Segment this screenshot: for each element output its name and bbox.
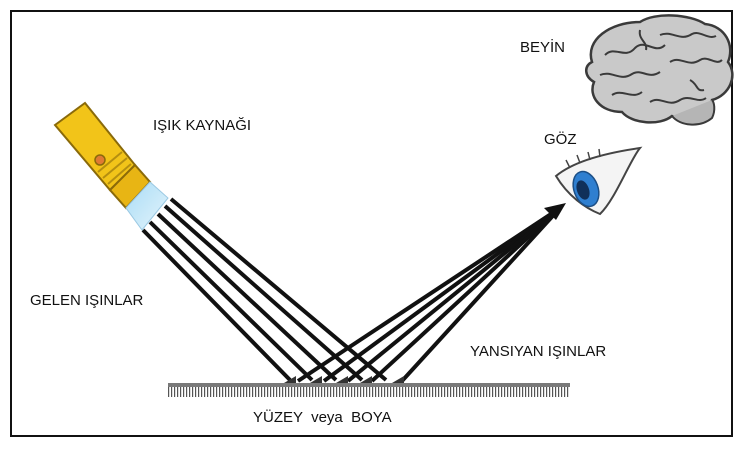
brain-label: BEYİN xyxy=(520,38,565,56)
incoming-ray xyxy=(156,212,338,382)
reflected-rays xyxy=(296,206,562,383)
eye-icon xyxy=(554,146,643,216)
light-source-label: IŞIK KAYNAĞI xyxy=(153,117,251,134)
flashlight-icon xyxy=(53,101,169,231)
incoming-ray xyxy=(141,228,292,382)
reflected-ray xyxy=(322,206,562,383)
surface-label: YÜZEY veya BOYA xyxy=(253,408,392,426)
eye-label: GÖZ xyxy=(544,130,577,148)
arrowhead xyxy=(544,203,566,220)
surface xyxy=(168,383,570,397)
incoming-ray xyxy=(148,220,314,382)
brain-icon xyxy=(585,14,734,126)
reflected-ray xyxy=(400,206,562,383)
incoming-rays xyxy=(141,197,388,382)
reflected-rays-label: YANSIYAN IŞINLAR xyxy=(470,343,606,360)
reflected-ray xyxy=(346,206,562,383)
reflected-ray xyxy=(370,206,562,383)
incoming-ray xyxy=(169,197,388,382)
incoming-rays-label: GELEN IŞINLAR xyxy=(30,292,144,309)
reflected-ray xyxy=(296,206,562,383)
incoming-ray xyxy=(163,204,364,382)
reflection-points xyxy=(284,376,404,383)
